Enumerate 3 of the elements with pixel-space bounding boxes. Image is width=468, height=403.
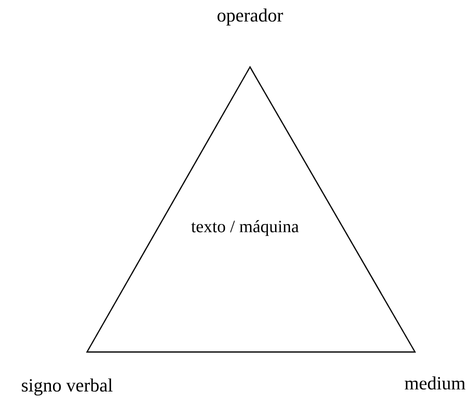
corner-label: signo verbal [22, 378, 112, 396]
corner-label: operador [218, 8, 284, 26]
corner-label: medium [404, 376, 466, 390]
